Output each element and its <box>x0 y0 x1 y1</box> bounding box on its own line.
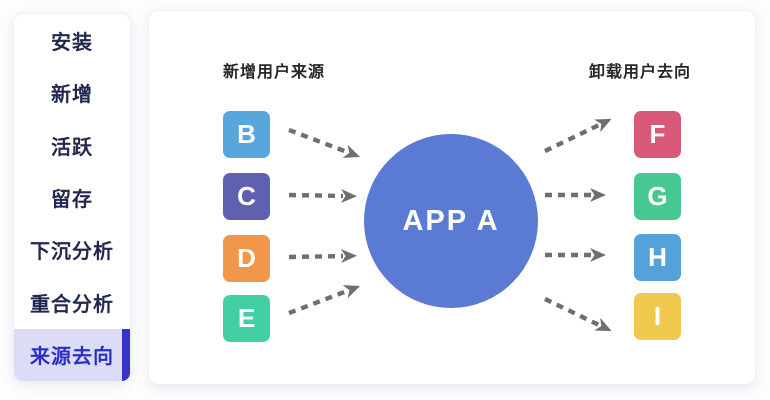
sidebar-item-new-users[interactable]: 新增 <box>14 66 130 118</box>
arrow-c-to-app <box>288 188 357 203</box>
sidebar-item-label: 新增 <box>51 84 93 107</box>
node-label: G <box>647 181 668 211</box>
sidebar-item-label: 下沉分析 <box>30 241 114 264</box>
sidebar-item-label: 来源去向 <box>30 346 114 369</box>
node-label: F <box>649 119 666 149</box>
sidebar-item-penetration-analysis[interactable]: 下沉分析 <box>14 224 130 276</box>
arrow-app-to-f <box>544 118 612 153</box>
source-node-e: E <box>223 295 270 342</box>
arrow-d-to-app <box>288 249 357 264</box>
center-app-node: APP A <box>364 134 538 308</box>
sidebar-item-overlap-analysis[interactable]: 重合分析 <box>14 276 130 328</box>
target-node-g: G <box>634 173 681 220</box>
node-label: E <box>237 303 256 333</box>
sidebar-item-label: 活跃 <box>51 136 93 159</box>
sidebar: 安装 新增 活跃 留存 下沉分析 重合分析 来源去向 <box>13 13 131 382</box>
selected-indicator-bar <box>122 328 130 381</box>
node-label: H <box>648 242 667 272</box>
node-label: B <box>237 119 256 149</box>
node-label: D <box>237 243 256 273</box>
arrow-app-to-i <box>544 297 612 332</box>
node-label: C <box>237 181 256 211</box>
flow-diagram-panel: 新增用户来源 卸载用户去向 B C D <box>148 10 756 385</box>
target-node-f: F <box>634 111 681 158</box>
sidebar-item-label: 重合分析 <box>30 293 114 316</box>
source-node-c: C <box>223 173 270 220</box>
sidebar-item-install[interactable]: 安装 <box>14 14 130 66</box>
source-node-b: B <box>223 111 270 158</box>
sidebar-item-label: 留存 <box>51 188 93 211</box>
sidebar-item-source-destination[interactable]: 来源去向 <box>14 328 130 381</box>
sidebar-item-active[interactable]: 活跃 <box>14 119 130 171</box>
center-app-label: APP A <box>402 204 500 237</box>
sidebar-item-retention[interactable]: 留存 <box>14 171 130 223</box>
arrow-b-to-app <box>288 127 361 158</box>
target-node-h: H <box>634 234 681 281</box>
target-node-i: I <box>634 293 681 340</box>
node-label: I <box>653 301 662 331</box>
sidebar-item-label: 安装 <box>51 31 93 54</box>
arrow-e-to-app <box>288 285 361 316</box>
source-section-label: 新增用户来源 <box>223 64 326 81</box>
target-section-label: 卸载用户去向 <box>589 64 692 81</box>
source-node-d: D <box>223 235 270 282</box>
